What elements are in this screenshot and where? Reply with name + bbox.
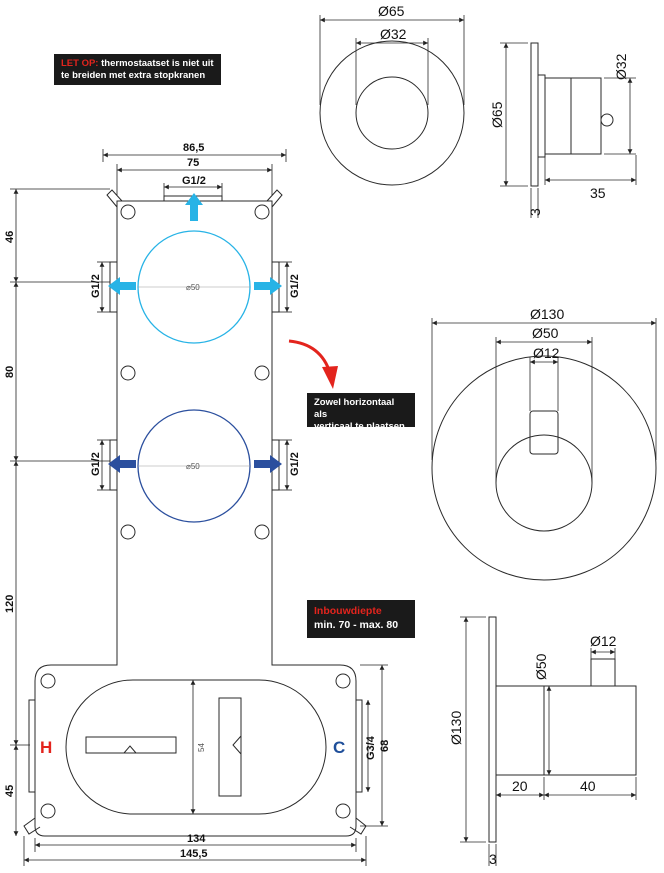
hole [120,365,136,381]
circle-top-label: ⌀50 [186,283,200,292]
small-rosette-outer: Ø65 [378,3,405,19]
warning-note: LET OP: thermostaatset is niet uit te br… [54,54,221,85]
dim-overall-width: 86,5 [183,142,204,154]
body-dimension-labels: 86,5 75 G1/2 46 80 120 45 G1/2 G1/2 G1/2… [4,142,391,860]
large-side-height: Ø130 [448,711,464,745]
warning-prefix: LET OP: [61,58,99,69]
vertical-slot [218,697,242,797]
dim-vertical-80: 80 [4,366,16,378]
large-side-plate: 3 [489,851,497,867]
small-side-depth: 35 [590,185,606,201]
orientation-line1: Zowel horizontaal als [314,397,395,420]
warning-line1: thermostaatset is niet uit [98,58,214,69]
large-rosette-outer: Ø130 [530,306,564,322]
small-rosette-front [319,15,465,186]
hole [254,204,270,220]
flow-arrows [108,193,282,473]
small-rosette-inner: Ø32 [380,26,407,42]
small-side-plate: 3 [527,208,543,216]
dim-vertical-46: 46 [4,231,16,243]
small-rosette-side [500,42,637,218]
dim-left-port-bottom: G1/2 [90,452,102,476]
horizontal-slot-notch [123,745,137,754]
large-rosette-mid: Ø50 [532,325,559,341]
cold-label: C [333,738,345,757]
depth-range: min. 70 - max. 80 [314,619,399,631]
dim-base-port: G3/4 [365,735,377,760]
arrow-up-icon [185,193,203,221]
base-cutout [65,679,327,815]
large-side-depth-20: 20 [512,778,528,794]
hot-label: H [40,738,52,757]
hole [254,365,270,381]
orientation-line2: verticaal te plaatsen. [314,421,408,432]
dim-left-port-top: G1/2 [90,274,102,298]
cutout-height-label: 54 [197,743,206,752]
circle-bottom-label: ⌀50 [186,462,200,471]
warning-line2: te breiden met extra stopkranen [61,70,206,81]
large-rosette-inner: Ø12 [533,345,560,361]
hole [335,803,351,819]
bottom-right-bracket [349,817,367,835]
base-left-port [28,699,36,793]
hole [40,673,56,689]
arrow-right-icon [254,455,282,473]
rotate-arrow-head [322,366,338,389]
orientation-note: Zowel horizontaal als verticaal te plaat… [307,393,415,432]
large-side-body: Ø50 [533,653,549,680]
large-side-depth-40: 40 [580,778,596,794]
dim-vertical-45: 45 [4,785,16,797]
dim-right-port-top: G1/2 [289,274,301,298]
top-right-bracket [266,189,283,208]
hole [40,803,56,819]
large-rosette-front [431,318,657,581]
dim-base-width: 134 [187,833,206,845]
dim-vertical-120: 120 [4,595,16,613]
arrow-left-icon [108,277,136,295]
bottom-left-bracket [23,817,41,835]
dim-base-height: 68 [379,740,391,752]
body-outline [34,200,357,837]
depth-note: Inbouwdiepte min. 70 - max. 80 [307,600,415,638]
hole [335,673,351,689]
hole [120,204,136,220]
arrow-left-icon [108,455,136,473]
dim-right-port-bottom: G1/2 [289,452,301,476]
top-left-bracket [106,189,123,208]
base-right-port [355,699,363,793]
large-side-spindle: Ø12 [590,633,617,649]
dim-top-port: G1/2 [182,175,206,187]
dim-inner-width: 75 [187,157,199,169]
small-side-height: Ø65 [489,101,505,128]
arrow-right-icon [254,277,282,295]
large-rosette-side [460,616,637,866]
horizontal-slot [85,736,177,754]
small-side-spindle: Ø32 [613,53,629,80]
hole [120,524,136,540]
dim-base-overall: 145,5 [180,848,208,860]
hole [254,524,270,540]
body-dimensions [10,149,388,866]
depth-title: Inbouwdiepte [314,605,382,617]
